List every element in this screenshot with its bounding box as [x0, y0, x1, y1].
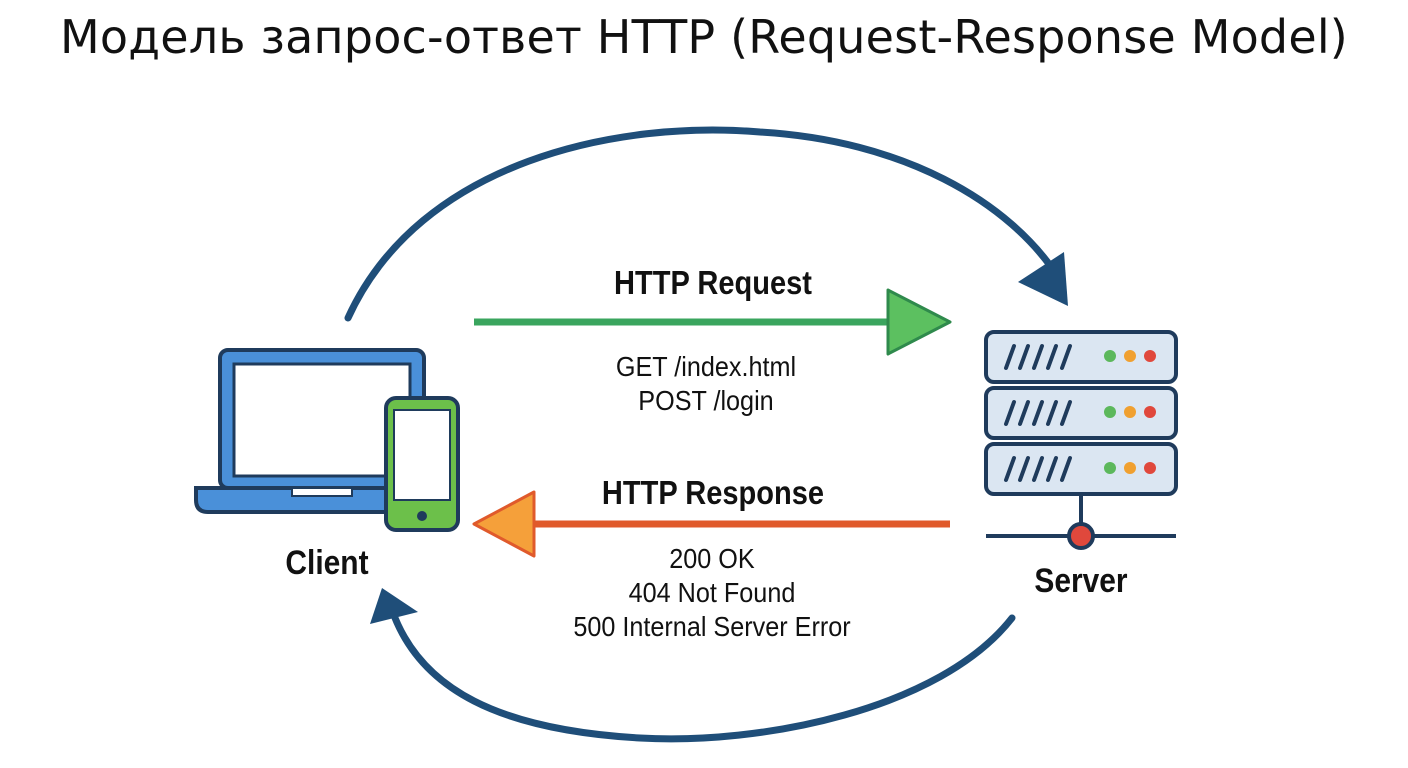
server-label: Server: [1034, 562, 1128, 600]
response-line: 200 OK: [669, 543, 755, 574]
response-line: 500 Internal Server Error: [573, 611, 851, 642]
cycle-arrow-top: [344, 126, 1068, 322]
page-title: Модель запрос-ответ HTTP (Request-Respon…: [60, 10, 1348, 64]
client-label: Client: [285, 544, 369, 582]
cycle-arrow-bottom: [370, 588, 1016, 743]
laptop-phone-icon: [194, 348, 460, 532]
request-methods: GET /index.html POST /login: [556, 350, 856, 418]
request-line: POST /login: [638, 385, 774, 416]
server-rack-icon: [984, 330, 1178, 550]
response-arrow: [472, 490, 950, 558]
request-label: HTTP Request: [614, 264, 812, 301]
response-line: 404 Not Found: [628, 577, 796, 608]
response-label: HTTP Response: [601, 474, 825, 511]
request-line: GET /index.html: [615, 351, 797, 382]
response-codes: 200 OK 404 Not Found 500 Internal Server…: [512, 542, 912, 644]
request-arrow: [474, 288, 952, 356]
